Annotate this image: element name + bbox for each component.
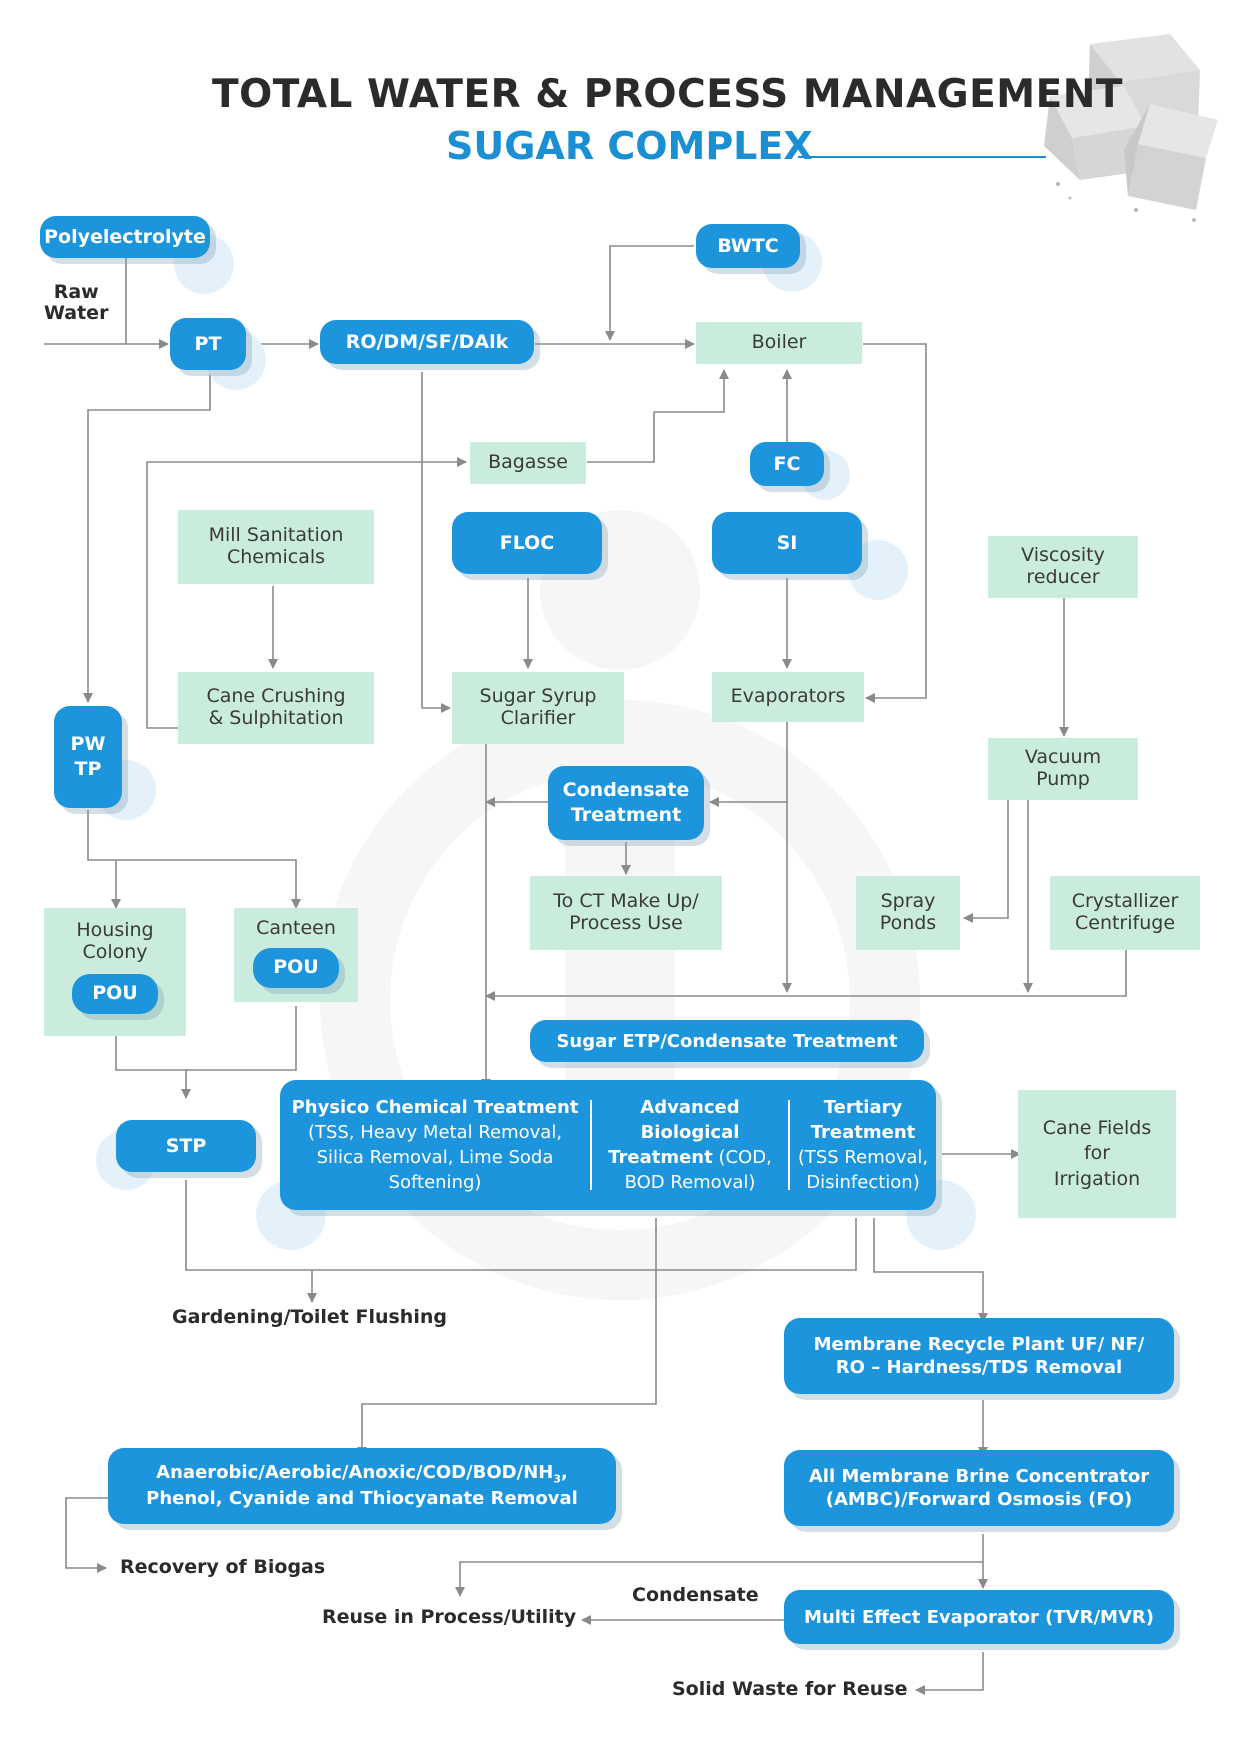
cane-crushing-to-bagasse [146,457,467,729]
gardening-label: Gardening/Toilet Flushing [172,1306,447,1328]
ro-to-clarifier [421,372,451,713]
housing-to-stp [115,1006,297,1071]
anaerobic-line1: Anaerobic/Aerobic/Anoxic/COD/BOD/NH3, [156,1461,568,1486]
canteen-node: Canteen POU [234,908,358,1002]
solid-waste-label: Solid Waste for Reuse [672,1678,908,1700]
mee-to-solid-waste [915,1652,984,1695]
cane-crushing-node: Cane Crushing & Sulphitation [178,672,374,744]
tertiary-column: Tertiary Treatment (TSS Removal, Disinfe… [790,1080,936,1210]
housing-colony-label: Housing Colony [76,919,154,963]
tertiary-title: Tertiary Treatment [810,1096,916,1143]
etp-to-membrane [873,1218,988,1323]
connectors [44,245,1127,1695]
reuse-label: Reuse in Process/Utility [322,1606,577,1628]
canteen-label: Canteen [256,917,336,939]
physico-chemical-detail: (TSS, Heavy Metal Removal, Silica Remova… [307,1121,563,1194]
stp-to-gardening-loop [185,1180,857,1271]
condensate-label: Condensate [632,1584,759,1606]
cane-fields-node: Cane Fields for Irrigation [1018,1090,1176,1218]
canteen-pou-badge: POU [253,947,339,988]
boiler-to-evaporators [863,343,927,703]
evaporators-node: Evaporators [712,672,864,722]
advanced-biological-column: Advanced Biological Treatment (COD, BOD … [592,1080,788,1210]
page-title: TOTAL WATER & PROCESS MANAGEMENT [212,72,1124,117]
viscosity-reducer-node: Viscosity reducer [988,536,1138,598]
recovery-biogas-label: Recovery of Biogas [120,1556,326,1578]
condensate-treatment-node: Condensate Treatment [548,766,704,840]
ro-dm-node: RO/DM/SF/DAlk [320,320,534,364]
crystallizer-node: Crystallizer Centrifuge [1050,876,1200,950]
etp-divider [590,1100,592,1190]
raw-water-label: Raw Water [44,281,109,324]
bwtc-to-boiler [605,245,694,341]
spray-ponds-node: Spray Ponds [856,876,960,950]
ambc-node: All Membrane Brine Concentrator (AMBC)/F… [784,1450,1174,1526]
tertiary-detail: (TSS Removal, Disinfection) [797,1147,929,1194]
pwtp-to-housing-canteen [87,810,301,909]
vacuum-pump-node: Vacuum Pump [988,738,1138,800]
mee-to-reuse-top [455,1561,983,1597]
pt-node: PT [170,318,246,370]
fc-node: FC [750,442,824,486]
bagasse-to-boiler [587,369,729,463]
polyelectrolyte-node: Polyelectrolyte [40,216,210,258]
anaerobic-node: Anaerobic/Aerobic/Anoxic/COD/BOD/NH3, Ph… [108,1448,616,1524]
bagasse-node: Bagasse [470,442,586,484]
mee-node: Multi Effect Evaporator (TVR/MVR) [784,1590,1174,1644]
mill-sanitation-node: Mill Sanitation Chemicals [178,510,374,584]
physico-chemical-column: Physico Chemical Treatment (TSS, Heavy M… [280,1080,590,1210]
boiler-node: Boiler [696,322,862,364]
clarifier-node: Sugar Syrup Clarifier [452,672,624,744]
vacuum-to-spray [963,800,1009,923]
housing-colony-node: Housing Colony POU [44,908,186,1036]
advanced-biological-title: Advanced Biological Treatment [608,1096,740,1168]
etp-divider [788,1100,790,1190]
advanced-biological-detail: (COD, BOD Removal) [624,1147,772,1194]
page-subtitle: SUGAR COMPLEX [446,124,813,168]
pwtp-node: PW TP [54,706,122,808]
bwtc-node: BWTC [696,224,800,268]
ct-makeup-node: To CT Make Up/ Process Use [530,876,722,950]
sugar-etp-header: Sugar ETP/Condensate Treatment [530,1020,924,1062]
title-underline [798,156,1046,158]
crystallizer-to-etp-line [485,950,1127,1001]
stp-node: STP [116,1120,256,1172]
etp-to-anaerobic [357,1218,657,1457]
pt-to-pwtp [83,374,211,703]
etp-treatment-block: Physico Chemical Treatment (TSS, Heavy M… [280,1080,936,1210]
si-node: SI [712,512,862,574]
housing-pou-badge: POU [72,973,158,1014]
floc-node: FLOC [452,512,602,574]
membrane-recycle-node: Membrane Recycle Plant UF/ NF/ RO – Hard… [784,1318,1174,1394]
anaerobic-line2: Phenol, Cyanide and Thiocyanate Removal [146,1488,578,1510]
sugar-cubes-illustration [1044,34,1218,222]
physico-chemical-title: Physico Chemical Treatment [291,1096,579,1118]
anaerobic-to-biogas [65,1497,108,1573]
